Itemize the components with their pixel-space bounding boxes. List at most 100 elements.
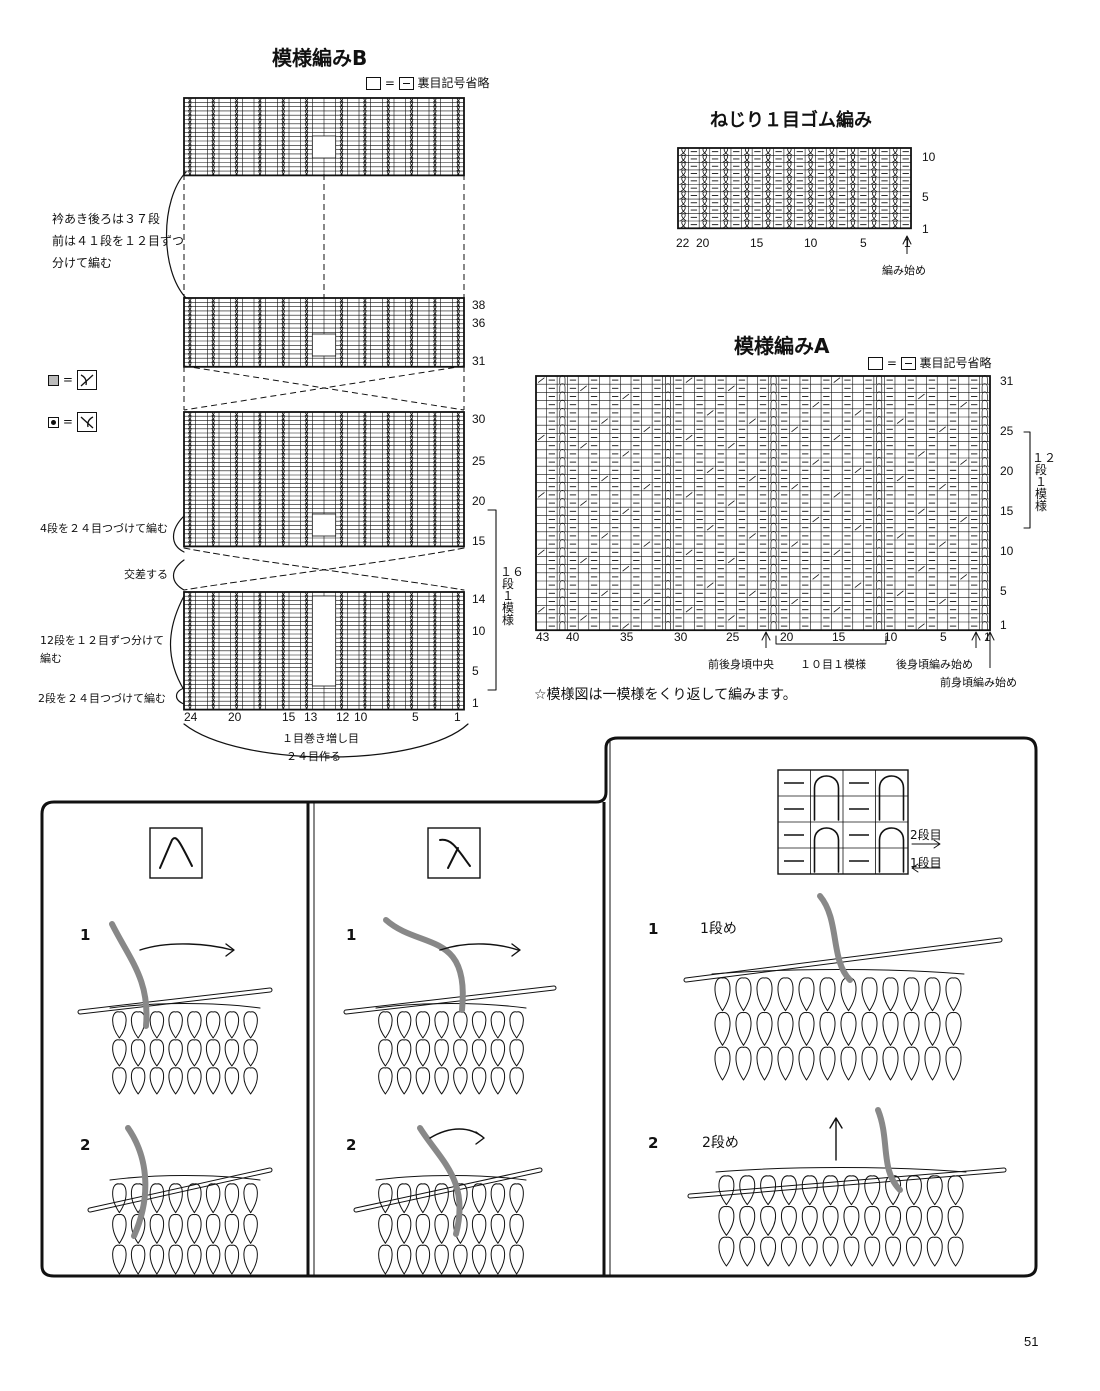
slip-stitch-mark: [771, 580, 776, 589]
panel1-swatch-2-stitch: [113, 1184, 126, 1213]
twist-stitch-mark: [212, 416, 215, 420]
twist-stitch-mark: [282, 137, 285, 141]
twist-stitch-mark: [723, 214, 728, 221]
twist-stitch-mark: [188, 141, 191, 145]
panel1-swatch-1-stitch: [225, 1068, 238, 1094]
decrease-mark: [707, 410, 713, 415]
panel2-swatch-1-stitch: [379, 1068, 392, 1094]
decrease-mark: [834, 492, 840, 497]
twist-stitch-mark: [340, 659, 343, 663]
twist-stitch-mark: [235, 542, 238, 546]
twist-stitch-mark: [457, 621, 460, 625]
twist-stitch-mark: [235, 328, 238, 332]
slip-stitch-mark: [982, 523, 987, 532]
twist-stitch-mark: [457, 454, 460, 458]
slip-stitch-mark: [982, 384, 987, 393]
twist-stitch-mark: [282, 324, 285, 328]
slip-stitch-mark: [982, 457, 987, 466]
twist-stitch-mark: [457, 672, 460, 676]
slip-stitch-mark: [771, 539, 776, 548]
decrease-mark: [834, 550, 840, 555]
twist-stitch-mark: [235, 458, 238, 462]
twist-stitch-mark: [282, 600, 285, 604]
twist-stitch-mark: [702, 170, 707, 177]
twist-stitch-mark: [235, 617, 238, 621]
twist-stitch-mark: [258, 433, 261, 437]
twist-stitch-mark: [305, 680, 308, 684]
twist-stitch-mark: [340, 513, 343, 517]
twist-stitch-mark: [387, 538, 390, 542]
twist-stitch-mark: [235, 324, 238, 328]
twist-stitch-mark: [363, 128, 366, 132]
twist-stitch-mark: [363, 488, 366, 492]
twist-stitch-mark: [681, 206, 686, 213]
twist-stitch-mark: [765, 199, 770, 206]
twist-stitch-mark: [433, 137, 436, 141]
twist-stitch-mark: [457, 167, 460, 171]
twist-stitch-mark: [340, 596, 343, 600]
panel3-swatch-1-stitch: [736, 1013, 751, 1046]
twist-stitch-mark: [188, 307, 191, 311]
twist-stitch-mark: [702, 214, 707, 221]
twist-stitch-mark: [188, 542, 191, 546]
twist-stitch-mark: [340, 107, 343, 111]
panel2-swatch-1-stitch: [379, 1012, 392, 1038]
twist-stitch-mark: [212, 119, 215, 123]
twist-stitch-mark: [410, 429, 413, 433]
twist-stitch-mark: [212, 525, 215, 529]
twist-stitch-mark: [235, 450, 238, 454]
slip-stitch-mark: [665, 572, 670, 581]
decrease-mark: [792, 542, 798, 547]
panel3-swatch-2-stitch: [906, 1206, 921, 1235]
twist-stitch-mark: [765, 163, 770, 170]
twist-stitch-mark: [433, 600, 436, 604]
twist-stitch-mark: [235, 471, 238, 475]
twist-stitch-mark: [363, 509, 366, 513]
twist-stitch-mark: [787, 184, 792, 191]
twist-stitch-mark: [258, 521, 261, 525]
panel3-swatch-2-stitch: [719, 1206, 734, 1235]
twist-stitch-mark: [282, 102, 285, 106]
twist-stitch-mark: [457, 462, 460, 466]
twist-stitch-mark: [457, 132, 460, 136]
twist-stitch-mark: [765, 170, 770, 177]
twist-stitch-mark: [305, 433, 308, 437]
twist-stitch-mark: [235, 162, 238, 166]
twist-stitch-mark: [188, 345, 191, 349]
twist-stitch-mark: [387, 596, 390, 600]
twist-stitch-mark: [457, 158, 460, 162]
twist-stitch-mark: [410, 483, 413, 487]
twist-stitch-mark: [433, 141, 436, 145]
panel1-swatch-2-stitch: [206, 1245, 219, 1274]
twist-stitch-mark: [363, 705, 366, 709]
slip-stitch-mark: [982, 515, 987, 524]
twist-stitch-mark: [235, 488, 238, 492]
panel3-swatch-1-stitch: [841, 978, 856, 1011]
slip-stitch-mark: [982, 556, 987, 565]
twist-stitch-mark: [235, 454, 238, 458]
slip-stitch-mark: [982, 392, 987, 401]
twist-stitch-mark: [340, 705, 343, 709]
twist-stitch-mark: [744, 148, 749, 155]
panel2-swatch-1-stitch: [510, 1040, 523, 1066]
twist-stitch-mark: [188, 324, 191, 328]
twist-stitch-mark: [433, 471, 436, 475]
twist-stitch-mark: [235, 319, 238, 323]
slip-stitch-mark: [982, 580, 987, 589]
twist-stitch-mark: [363, 663, 366, 667]
twist-stitch-mark: [457, 693, 460, 697]
panel3-swatch-2-stitch: [948, 1176, 963, 1205]
twist-stitch-mark: [387, 454, 390, 458]
panel3-swatch-1-stitch: [925, 1013, 940, 1046]
panel2-arrow-2: [430, 1129, 484, 1144]
twist-stitch-mark: [258, 362, 261, 366]
twist-stitch-mark: [235, 672, 238, 676]
panel1-swatch-1-stitch: [169, 1068, 182, 1094]
panel3-swatch-2-stitch: [740, 1206, 755, 1235]
twist-stitch-mark: [235, 530, 238, 534]
twist-stitch-mark: [305, 538, 308, 542]
twist-stitch-mark: [305, 328, 308, 332]
twist-stitch-mark: [457, 596, 460, 600]
twist-stitch-mark: [282, 613, 285, 617]
